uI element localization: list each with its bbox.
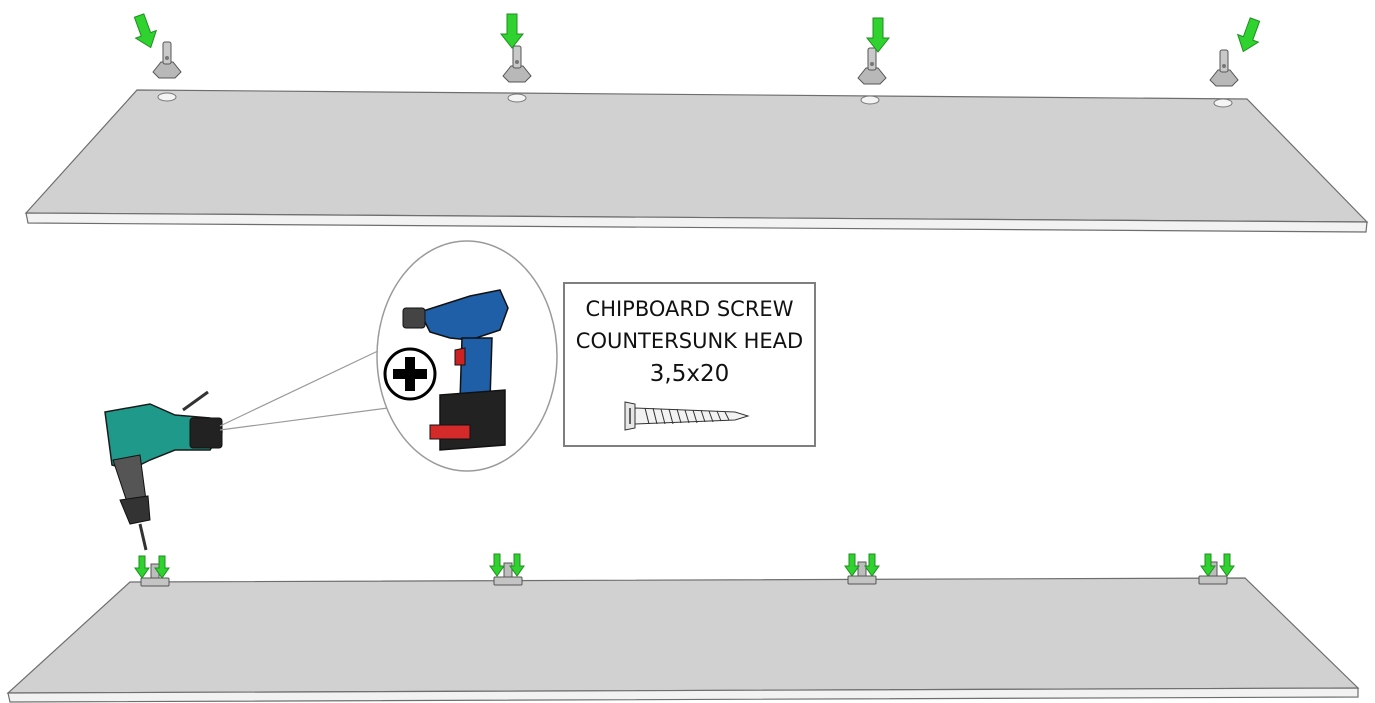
drill-icon	[105, 392, 222, 550]
hinge-top-1	[153, 42, 181, 78]
callout-lines	[220, 350, 388, 430]
arrow-down-icon	[867, 18, 889, 52]
arrow-down-icon	[129, 12, 161, 51]
screw-head-label: COUNTERSUNK HEAD	[565, 329, 814, 353]
hinge-top-3	[858, 48, 886, 84]
bottom-panel	[8, 578, 1358, 702]
arrow-down-icon	[1233, 16, 1265, 55]
arrow-down-icon	[501, 14, 523, 48]
hinge-top-2	[503, 46, 531, 82]
top-panel	[26, 90, 1367, 232]
hinge-top-4	[1210, 50, 1238, 86]
phillips-cross-icon	[385, 349, 435, 399]
screw-size-label: 3,5x20	[565, 361, 814, 387]
screw-type-label: CHIPBOARD SCREW	[565, 297, 814, 321]
screw-spec-box: CHIPBOARD SCREW COUNTERSUNK HEAD 3,5x20	[563, 282, 816, 447]
hinge-bottom-4	[1199, 562, 1227, 584]
